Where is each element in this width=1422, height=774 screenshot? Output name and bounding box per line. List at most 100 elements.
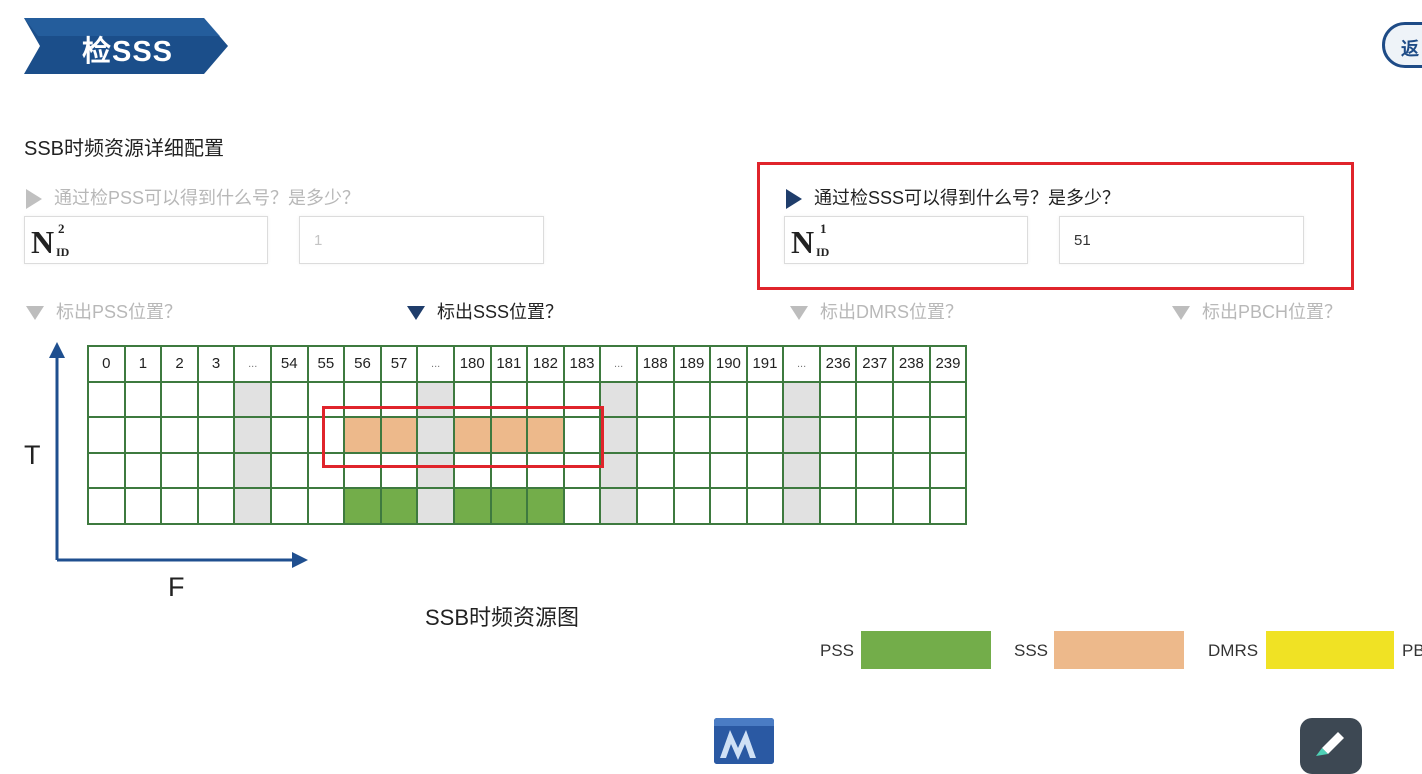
resource-element[interactable] — [635, 416, 675, 454]
resource-element[interactable] — [269, 451, 309, 489]
resource-element[interactable] — [745, 451, 785, 489]
resource-element[interactable] — [160, 451, 199, 489]
gap-cell[interactable] — [233, 487, 272, 525]
resource-element[interactable] — [818, 416, 858, 454]
gap-cell[interactable] — [599, 380, 638, 418]
resource-element[interactable] — [379, 380, 419, 418]
resource-element[interactable] — [160, 487, 199, 525]
resource-element[interactable] — [452, 451, 492, 489]
resource-element[interactable] — [892, 451, 931, 489]
mark-dmrs-toggle[interactable]: 标出DMRS位置？ — [790, 298, 963, 324]
resource-element[interactable] — [196, 380, 236, 418]
resource-element[interactable] — [306, 451, 346, 489]
resource-element[interactable] — [87, 416, 126, 454]
resource-element[interactable] — [343, 451, 382, 489]
gap-cell[interactable] — [599, 416, 638, 454]
resource-element[interactable] — [855, 380, 895, 418]
resource-element[interactable] — [928, 487, 968, 525]
resource-element[interactable] — [306, 487, 346, 525]
resource-element[interactable] — [123, 451, 163, 489]
back-button[interactable]: 返 — [1382, 22, 1422, 68]
resource-element[interactable] — [928, 416, 968, 454]
resource-element[interactable] — [672, 380, 712, 418]
resource-element[interactable] — [672, 487, 712, 525]
sss-cell[interactable] — [452, 416, 492, 454]
pss-cell[interactable] — [452, 487, 492, 525]
resource-element[interactable] — [526, 380, 565, 418]
pss-cell[interactable] — [526, 487, 565, 525]
gap-cell[interactable] — [599, 451, 638, 489]
sss-cell[interactable] — [489, 416, 529, 454]
gap-cell[interactable] — [782, 487, 821, 525]
resource-element[interactable] — [928, 451, 968, 489]
resource-element[interactable] — [489, 451, 529, 489]
resource-element[interactable] — [818, 487, 858, 525]
resource-element[interactable] — [379, 451, 419, 489]
resource-element[interactable] — [672, 416, 712, 454]
gap-cell[interactable] — [782, 451, 821, 489]
sss-answer-field[interactable]: 51 — [1059, 216, 1304, 264]
resource-element[interactable] — [672, 451, 712, 489]
resource-element[interactable] — [892, 380, 931, 418]
resource-element[interactable] — [855, 451, 895, 489]
resource-element[interactable] — [123, 487, 163, 525]
resource-element[interactable] — [892, 487, 931, 525]
resource-element[interactable] — [269, 487, 309, 525]
resource-element[interactable] — [928, 380, 968, 418]
gap-cell[interactable] — [782, 380, 821, 418]
resource-element[interactable] — [160, 416, 199, 454]
resource-element[interactable] — [745, 380, 785, 418]
sss-cell[interactable] — [379, 416, 419, 454]
resource-element[interactable] — [818, 451, 858, 489]
mark-pss-toggle[interactable]: 标出PSS位置？ — [26, 298, 182, 324]
sss-cell[interactable] — [343, 416, 382, 454]
resource-element[interactable] — [855, 487, 895, 525]
resource-element[interactable] — [526, 451, 565, 489]
pss-cell[interactable] — [343, 487, 382, 525]
resource-element[interactable] — [343, 380, 382, 418]
resource-element[interactable] — [196, 487, 236, 525]
resource-element[interactable] — [709, 416, 748, 454]
pss-answer-field[interactable]: 1 — [299, 216, 544, 264]
sss-cell[interactable] — [526, 416, 565, 454]
gap-cell[interactable] — [233, 416, 272, 454]
resource-element[interactable] — [306, 380, 346, 418]
resource-element[interactable] — [562, 380, 602, 418]
gap-cell[interactable] — [416, 380, 455, 418]
resource-element[interactable] — [562, 416, 602, 454]
resource-element[interactable] — [818, 380, 858, 418]
resource-element[interactable] — [87, 380, 126, 418]
mark-pbch-toggle[interactable]: 标出PBCH位置？ — [1172, 298, 1342, 324]
gap-cell[interactable] — [233, 380, 272, 418]
gap-cell[interactable] — [233, 451, 272, 489]
resource-element[interactable] — [745, 487, 785, 525]
resource-element[interactable] — [306, 416, 346, 454]
resource-element[interactable] — [709, 380, 748, 418]
resource-element[interactable] — [562, 451, 602, 489]
resource-element[interactable] — [489, 380, 529, 418]
resource-element[interactable] — [892, 416, 931, 454]
gap-cell[interactable] — [416, 487, 455, 525]
gap-cell[interactable] — [416, 451, 455, 489]
resource-element[interactable] — [196, 451, 236, 489]
resource-element[interactable] — [123, 380, 163, 418]
resource-element[interactable] — [709, 451, 748, 489]
resource-element[interactable] — [269, 380, 309, 418]
resource-element[interactable] — [855, 416, 895, 454]
resource-element[interactable] — [196, 416, 236, 454]
resource-element[interactable] — [709, 487, 748, 525]
resource-element[interactable] — [269, 416, 309, 454]
resource-element[interactable] — [87, 451, 126, 489]
resource-element[interactable] — [635, 380, 675, 418]
resource-element[interactable] — [745, 416, 785, 454]
mark-sss-toggle[interactable]: 标出SSS位置？ — [407, 298, 563, 324]
resource-element[interactable] — [123, 416, 163, 454]
resource-element[interactable] — [160, 380, 199, 418]
pss-cell[interactable] — [489, 487, 529, 525]
resource-element[interactable] — [87, 487, 126, 525]
gap-cell[interactable] — [416, 416, 455, 454]
gap-cell[interactable] — [599, 487, 638, 525]
pss-cell[interactable] — [379, 487, 419, 525]
resource-element[interactable] — [635, 487, 675, 525]
resource-element[interactable] — [452, 380, 492, 418]
